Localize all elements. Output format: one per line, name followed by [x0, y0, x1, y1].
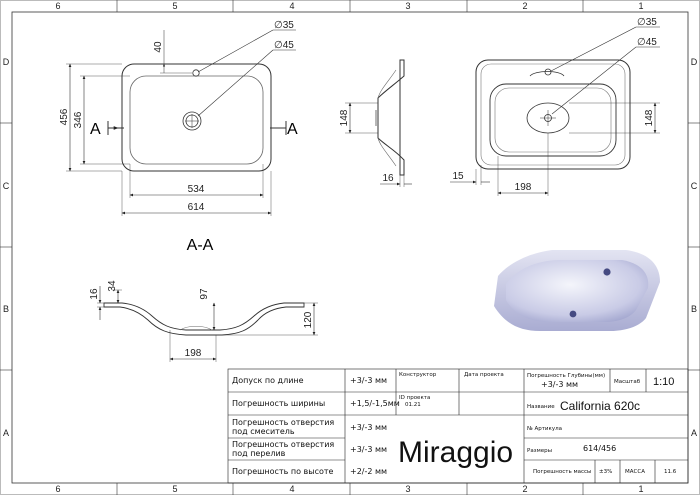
tap-hole	[192, 69, 200, 77]
frame-right-letter: A	[691, 428, 697, 438]
frame-right-letter: D	[691, 57, 698, 67]
frame-top-number: 6	[55, 1, 60, 11]
frame-left-letter: B	[3, 304, 9, 314]
side-view: 148 16	[339, 59, 412, 187]
section-dim-198-label: 198	[185, 348, 202, 359]
dim-40-label: 40	[153, 41, 164, 53]
mass-tolerance-value: ±3%	[599, 469, 612, 475]
tolerance-value: +2/-2 мм	[350, 467, 387, 476]
dim-534-label: 534	[188, 184, 205, 195]
tolerance-label: Погрешность отверстия под перелив	[232, 440, 335, 458]
right-outer-outline	[475, 59, 631, 170]
frame-top-number: 1	[638, 1, 643, 11]
right-bowl-outline	[489, 83, 617, 157]
depth-tolerance-value: +3/-3 мм	[541, 380, 578, 389]
section-dim-120-label: 120	[303, 311, 314, 328]
tolerance-label: Погрешность по высоте	[232, 467, 334, 476]
mass-tolerance-label: Погрешность массы	[533, 469, 591, 475]
frame-bottom-number: 6	[55, 484, 60, 494]
tolerance-value: +1,5/-1,5мм	[350, 399, 400, 408]
frame-bottom-number: 3	[405, 484, 410, 494]
name-value: California 620c	[560, 399, 640, 413]
brand-logo: Miraggio	[398, 436, 513, 469]
frame-left-letter: C	[3, 181, 10, 191]
section-mark-left: A	[90, 121, 101, 138]
frame-bottom-number: 5	[172, 484, 177, 494]
dim-614-label: 614	[188, 202, 205, 213]
section-dim-34-label: 34	[107, 280, 118, 292]
section-dim-16-label: 16	[89, 288, 100, 300]
dim-346-label: 346	[73, 111, 84, 128]
section-mark-right: A	[287, 121, 298, 138]
frame-right-letter: B	[691, 304, 697, 314]
tolerance-label: Допуск по длине	[232, 376, 304, 385]
right-dim-148-label: 148	[644, 109, 655, 126]
project-id-value: 01.21	[405, 402, 421, 408]
depth-tolerance-label: Погрешность Глубины(мм)	[527, 373, 605, 379]
dim-456-label: 456	[59, 108, 70, 125]
scale-label: Масштаб	[614, 379, 641, 385]
section-dim-97-label: 97	[199, 288, 210, 300]
frame-top-number: 4	[289, 1, 294, 11]
section-view: A-A 16 34 97 120 198	[89, 237, 318, 362]
right-dim-phi45-label: ∅45	[637, 37, 657, 48]
side-dim-148-label: 148	[339, 109, 350, 126]
frame-bottom-number: 1	[638, 484, 643, 494]
title-block: Допуск по длине +3/-3 мм Погрешность шир…	[227, 368, 689, 484]
tolerance-value: +3/-3 мм	[350, 376, 387, 385]
right-dim-phi35-label: ∅35	[637, 17, 657, 28]
frame-left-letter: D	[3, 57, 10, 67]
scale-value: 1:10	[653, 376, 674, 388]
article-label: № Артикула	[527, 426, 562, 432]
frame-top-number: 5	[172, 1, 177, 11]
section-title: A-A	[187, 237, 214, 254]
tolerance-label: Погрешность отверстия под смеситель	[232, 418, 335, 436]
sink-outer-outline	[121, 63, 272, 172]
section-profile	[103, 302, 305, 336]
right-dim-198-label: 198	[515, 182, 532, 193]
dim-phi45-label: ∅45	[274, 40, 294, 51]
frame-bottom-number: 2	[522, 484, 527, 494]
right-dim-15-label: 15	[452, 171, 464, 182]
sink-bowl-outline	[129, 75, 264, 165]
mass-value: 11.6	[664, 469, 677, 475]
right-tap-hole	[544, 68, 552, 76]
frame-top-number: 2	[522, 1, 527, 11]
drain-outer	[182, 111, 202, 131]
frame-top-number: 3	[405, 1, 410, 11]
sizes-value: 614/456	[583, 444, 616, 453]
tolerance-value: +3/-3 мм	[350, 445, 387, 454]
tolerance-value: +3/-3 мм	[350, 423, 387, 432]
dim-phi35-label: ∅35	[274, 20, 294, 31]
top-view: ∅35 ∅45 40 456 346 A A 534 614	[59, 20, 298, 216]
mass-label: МАССА	[625, 469, 645, 475]
sizes-label: Размеры	[527, 448, 552, 454]
frame-left-letter: A	[3, 428, 9, 438]
project-date-label: Дата проекта	[464, 372, 504, 378]
frame-bottom-number: 4	[289, 484, 294, 494]
project-id-label: ID проекта	[399, 395, 430, 401]
sink-3d-render	[494, 250, 660, 331]
name-label: Название	[527, 404, 555, 410]
side-dim-16-label: 16	[382, 173, 394, 184]
tolerance-label: Погрешность ширины	[232, 399, 325, 408]
frame-right-letter: C	[691, 181, 698, 191]
constructor-label: Конструктор	[399, 372, 437, 378]
right-view: ∅35 ∅45 148 15 198	[450, 17, 660, 196]
